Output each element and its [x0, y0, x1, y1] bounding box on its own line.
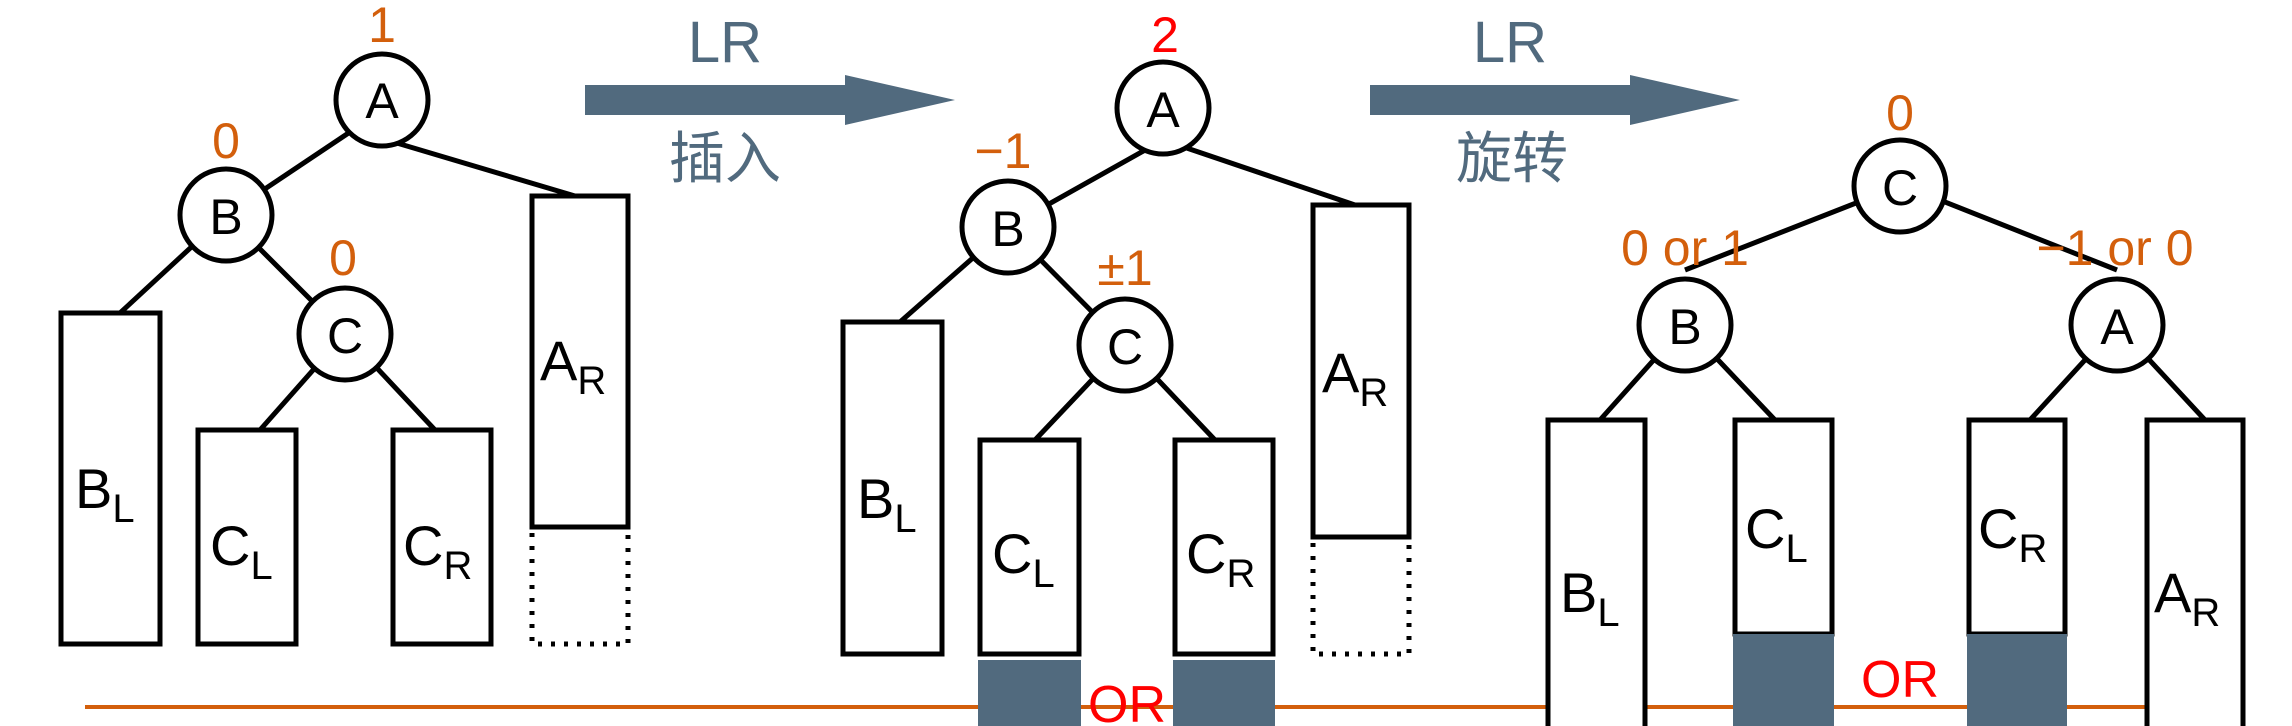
subtree-ar-label: AR: [2154, 561, 2220, 635]
node-b: B: [177, 166, 275, 264]
subtree-cr: [1172, 437, 1276, 657]
balance-b: 0: [212, 113, 240, 169]
balance-b: 0 or 1: [1621, 220, 1749, 276]
subtree-bl: [58, 310, 163, 647]
subtree-bl-label: BL: [75, 457, 135, 531]
subtree-cl-label: CL: [210, 514, 273, 588]
step-arrow-rotate: LR 旋转: [1370, 10, 1740, 190]
subtree-cr-growth: [1173, 660, 1275, 726]
node-a: A: [2068, 276, 2166, 374]
node-c-label: C: [1107, 319, 1143, 375]
arrow-right-icon: [585, 75, 955, 125]
tree-before-insert: BL CL CR AR A B C 1 0 0: [58, 0, 631, 647]
subtree-cl: [1732, 417, 1835, 637]
subtree-ar-label: AR: [540, 329, 606, 403]
tree-after-insert: BL CL CR AR OR A B C 2 −1 ±1: [840, 7, 1412, 726]
step2-label-top: LR: [1473, 10, 1547, 75]
subtree-ar: [1310, 202, 1412, 540]
arrow-right-icon: [1370, 75, 1740, 125]
step-arrow-insert: LR 插入: [585, 10, 955, 190]
node-b-label: B: [991, 201, 1024, 257]
node-b-label: B: [209, 189, 242, 245]
subtree-cr-label: CR: [1186, 522, 1255, 596]
subtree-cl-growth: [978, 660, 1081, 726]
edge-a-ar: [1162, 137, 1356, 208]
node-c: C: [296, 285, 394, 383]
node-b: B: [959, 178, 1057, 276]
node-c-label: C: [1882, 160, 1918, 216]
node-b-label: B: [1668, 299, 1701, 355]
tree-after-rotation: BL CL CR AR OR C B A 0 0 or 1 −1 or 0: [1545, 85, 2246, 726]
step1-label-bottom: 插入: [669, 127, 781, 190]
step2-label-bottom: 旋转: [1456, 127, 1568, 190]
node-c: C: [1076, 296, 1174, 394]
subtree-cr-label: CR: [403, 514, 472, 588]
subtree-bl-label: BL: [1560, 561, 1620, 635]
balance-a: 2: [1151, 7, 1179, 63]
subtree-cl: [195, 427, 299, 647]
or-label: OR: [1861, 651, 1939, 709]
node-a-label: A: [2100, 299, 2134, 355]
subtree-cl: [977, 437, 1082, 657]
node-b: B: [1636, 276, 1734, 374]
balance-c: 0: [329, 230, 357, 286]
subtree-ar-extension: [529, 524, 631, 647]
subtree-cl-growth: [1733, 634, 1834, 726]
node-c: C: [1851, 137, 1949, 235]
subtree-cl-label: CL: [1745, 497, 1808, 571]
balance-c: 0: [1886, 85, 1914, 141]
node-a: A: [1114, 59, 1212, 157]
subtree-cr-label: CR: [1978, 497, 2047, 571]
balance-a: −1 or 0: [2036, 220, 2193, 276]
node-a: A: [333, 51, 431, 149]
subtree-cr: [390, 427, 494, 647]
node-a-label: A: [1146, 82, 1180, 138]
node-a-label: A: [365, 73, 399, 129]
balance-c: ±1: [1097, 240, 1152, 296]
subtree-ar: [529, 193, 631, 530]
subtree-ar-label: AR: [1322, 341, 1388, 415]
node-c-label: C: [327, 308, 363, 364]
subtree-cr-growth: [1967, 634, 2067, 726]
subtree-bl: [840, 319, 945, 657]
subtree-bl-label: BL: [857, 467, 917, 541]
subtree-bl: [1545, 417, 1648, 726]
step1-label-top: LR: [688, 10, 762, 75]
subtree-ar: [2144, 417, 2246, 726]
or-label: OR: [1088, 676, 1166, 726]
balance-b: −1: [974, 123, 1031, 179]
subtree-cl-label: CL: [992, 522, 1055, 596]
balance-a: 1: [368, 0, 396, 53]
subtree-ar-extension: [1310, 534, 1412, 657]
